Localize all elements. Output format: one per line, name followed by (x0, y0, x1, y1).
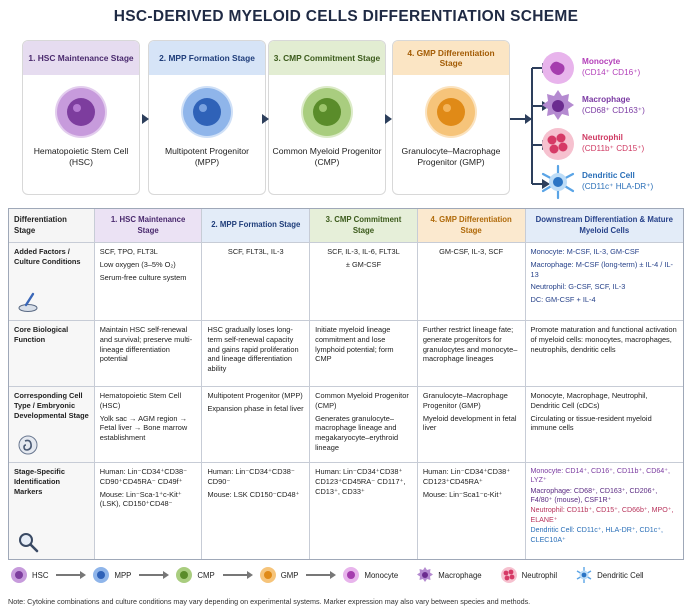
neutrophil-legend-icon (500, 567, 517, 583)
stage-heading: 1. HSC Maintenance Stage (23, 41, 139, 75)
embryo-icon (18, 435, 38, 455)
mature-name: Neutrophil (582, 133, 623, 143)
stage-heading: 2. MPP Formation Stage (149, 41, 265, 75)
stage-card-hsc: 1. HSC Maintenance Stage Hematopoietic S… (22, 40, 140, 195)
monocyte-icon (542, 52, 574, 84)
row-label: Corresponding Cell Type / Embryonic Deve… (9, 387, 95, 462)
mature-marker: (CD14⁺ CD16⁺) (582, 68, 641, 77)
mature-dendritic-cell: Dendritic Cell (CD11c⁺ HLA-DR⁺) (540, 164, 690, 200)
hsc-cell-icon (55, 86, 107, 138)
dendritic-cell-icon (541, 164, 575, 200)
header-cell: 1. HSC Maintenance Stage (94, 209, 203, 242)
table-row: Core Biological Function Maintain HSC se… (9, 321, 683, 387)
table-cell: Human: Lin⁻CD34⁺CD38⁺ CD123⁺CD45RA⁺Mouse… (418, 463, 526, 559)
table-cell: Monocyte, Macrophage, Neutrophil, Dendri… (530, 391, 652, 433)
table-cell: Granulocyte–Macrophage Progenitor (GMP)M… (418, 387, 526, 462)
monocyte-legend-icon (343, 567, 360, 583)
mature-marker: (CD68⁺ CD163⁺) (582, 106, 645, 115)
table-cell: Human: Lin⁻CD34⁺CD38⁻ CD90⁻Mouse: LSK CD… (202, 463, 311, 559)
stage-card-gmp: 4. GMP Differentiation Stage Granulocyte… (392, 40, 510, 195)
stage-card-mpp: 2. MPP Formation Stage Multipotent Proge… (148, 40, 266, 195)
legend-item: Macrophage (416, 566, 482, 584)
legend-arrow (222, 571, 253, 579)
row-label: Core Biological Function (9, 321, 95, 386)
mature-marker: (CD11c⁺ HLA-DR⁺) (582, 182, 654, 191)
legend-item: MPP (92, 566, 131, 584)
stage-name: Multipotent Progenitor (MPP) (164, 146, 250, 168)
mpp-cell-icon (181, 86, 233, 138)
table-cell: Maintain HSC self-renewal and survival; … (95, 321, 203, 386)
dendritic-cell-legend-icon (576, 567, 592, 583)
mature-macrophage: Macrophage (CD68⁺ CD163⁺) (540, 88, 690, 124)
legend-item: HSC (10, 566, 48, 584)
table-cell: HSC gradually loses long-term self-renew… (202, 321, 311, 386)
legend-item: GMP (259, 566, 298, 584)
table-header-row: Differentiation Stage 1. HSC Maintenance… (9, 209, 684, 243)
stage-name: Common Myeloid Progenitor (CMP) (272, 146, 382, 168)
legend-arrow (56, 571, 87, 579)
table-cell: Multipotent Progenitor (MPP)Expansion ph… (202, 387, 311, 462)
header-cell: Downstream Differentiation & Mature Myel… (525, 209, 684, 242)
table-cell: Common Myeloid Progenitor (CMP)Generates… (310, 387, 418, 462)
table-cell: Human: Lin⁻CD34⁺CD38⁺ CD123⁺CD45RA⁻ CD11… (310, 463, 418, 559)
cmp-cell-icon (301, 86, 353, 138)
legend-item: Dendritic Cell (575, 566, 644, 584)
legend: HSC MPP CMP GMP Monocyte Macrophage Neut… (10, 562, 682, 588)
legend-item: Neutrophil (500, 566, 557, 584)
footnote: Note: Cytokine combinations and culture … (8, 597, 531, 606)
page-title: HSC-DERIVED MYELOID CELLS DIFFERENTIATIO… (113, 8, 579, 25)
gmp-cell-icon (425, 86, 477, 138)
table-cell: GM-CSF, IL-3, SCF (418, 243, 526, 320)
table-cell: Human: Lin⁻CD34⁺CD38⁻ CD90⁺CD45RA⁻ CD49f… (95, 463, 203, 559)
row-label: Added Factors / Culture Conditions (9, 243, 95, 320)
legend-arrow (306, 571, 337, 579)
table-row: Stage-Specific Identification Markers Hu… (9, 463, 683, 559)
table-row: Added Factors / Culture Conditions SCF, … (9, 243, 683, 321)
table-cell: SCF, IL-3, IL-6, FLT3L± GM-CSF (310, 243, 418, 320)
table-row: Corresponding Cell Type / Embryonic Deve… (9, 387, 683, 463)
mature-name: Dendritic Cell (582, 171, 635, 181)
table-cell: Monocyte: CD14⁺, CD16⁺, CD11b⁺, CD64⁺, L… (530, 467, 674, 544)
hsc-legend-icon (11, 567, 27, 583)
flow-arrow (142, 114, 149, 124)
stage-name: Granulocyte–Macrophage Progenitor (GMP) (401, 146, 501, 168)
mature-name: Monocyte (582, 57, 621, 67)
cmp-legend-icon (176, 567, 193, 583)
petri-dish-icon (18, 292, 38, 312)
differentiation-table: Differentiation Stage 1. HSC Maintenance… (8, 208, 684, 560)
gmp-legend-icon (259, 567, 276, 583)
header-cell: Differentiation Stage (9, 209, 95, 242)
macrophage-icon (542, 90, 574, 120)
mpp-legend-icon (93, 567, 110, 583)
legend-item: CMP (175, 566, 215, 584)
stage-card-cmp: 3. CMP Commitment Stage Common Myeloid P… (268, 40, 386, 195)
magnifier-icon (19, 533, 39, 553)
header-cell: 4. GMP Differentiation Stage (417, 209, 526, 242)
stage-heading: 3. CMP Commitment Stage (269, 41, 385, 75)
table-cell: SCF, FLT3L, IL-3 (202, 243, 311, 320)
legend-item: Monocyte (342, 566, 398, 584)
table-cell: Further restrict lineage fate; generate … (418, 321, 526, 386)
neutrophil-icon (542, 128, 574, 160)
stage-name: Hematopoietic Stem Cell (HSC) (33, 146, 129, 168)
mature-neutrophil: Neutrophil (CD11b⁺ CD15⁺) (540, 126, 690, 162)
flow-arrow (385, 114, 392, 124)
header-cell: 2. MPP Formation Stage (202, 209, 311, 242)
mature-name: Macrophage (582, 95, 631, 105)
table-cell: Promote maturation and functional activa… (530, 325, 677, 354)
table-cell: Hematopoietic Stem Cell (HSC)Yolk sac → … (95, 387, 203, 462)
row-label: Stage-Specific Identification Markers (9, 463, 95, 559)
mature-monocyte: Monocyte (CD14⁺ CD16⁺) (540, 50, 690, 86)
header-cell: 3. CMP Commitment Stage (310, 209, 418, 242)
stage-heading: 4. GMP Differentiation Stage (393, 41, 509, 75)
table-cell: Initiate myeloid lineage commitment and … (310, 321, 418, 386)
mature-marker: (CD11b⁺ CD15⁺) (582, 144, 645, 153)
macrophage-legend-icon (417, 567, 434, 582)
legend-arrow (139, 571, 170, 579)
